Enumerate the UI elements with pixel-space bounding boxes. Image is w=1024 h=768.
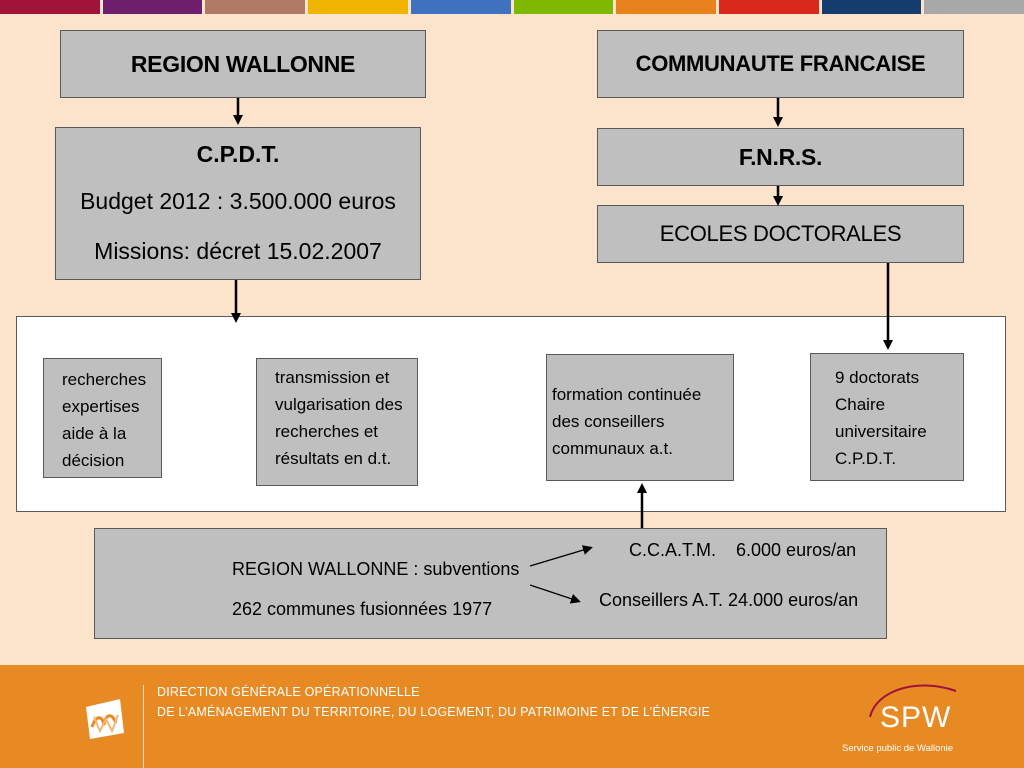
cpdt-missions: Missions: décret 15.02.2007 (94, 238, 382, 264)
subventions-region-label: REGION WALLONNE : subventions (232, 559, 520, 579)
cpdt-node: C.P.D.T. Budget 2012 : 3.500.000 euros M… (55, 127, 421, 280)
cpdt-budget: Budget 2012 : 3.500.000 euros (80, 188, 396, 214)
color-stripe (0, 0, 100, 14)
color-stripe (718, 0, 819, 14)
mission-box-doctorats: 9 doctorats Chaire universitaire C.P.D.T… (810, 353, 964, 481)
footer-department-line: DE L’AMÉNAGEMENT DU TERRITOIRE, DU LOGEM… (157, 705, 711, 719)
mission-line: décision (62, 451, 125, 470)
color-stripe-bar (0, 0, 1024, 14)
color-stripe (924, 0, 1024, 14)
region-wallonne-label: REGION WALLONNE (130, 50, 356, 77)
subventions-ccatm-label: C.C.A.T.M. 6.000 euros/an (629, 540, 857, 560)
spw-logo-text: SPW (880, 701, 952, 734)
mission-line: communaux a.t. (552, 439, 673, 458)
communaute-francaise-node: COMMUNAUTE FRANCAISE (597, 30, 964, 98)
mission-line: des conseillers (552, 412, 665, 431)
mission-line: résultats en d.t. (275, 449, 392, 468)
color-stripe (513, 0, 614, 14)
ecoles-doctorales-node: ECOLES DOCTORALES (597, 205, 964, 263)
mission-line: 9 doctorats (835, 368, 920, 387)
mission-line: transmission et (275, 368, 390, 387)
color-stripe (410, 0, 511, 14)
mission-line: C.P.D.T. (835, 449, 897, 468)
cpdt-title: C.P.D.T. (196, 141, 280, 167)
footer-direction-line: DIRECTION GÉNÉRALE OPÉRATIONNELLE (157, 685, 420, 699)
color-stripe (821, 0, 922, 14)
fnrs-node: F.N.R.S. (597, 128, 964, 186)
mission-line: aide à la (62, 424, 127, 443)
mission-box-formation: formation continuée des conseillers comm… (546, 354, 734, 481)
mission-line: universitaire (835, 422, 927, 441)
wallonia-logo-icon (86, 699, 124, 739)
mission-box-recherches: recherches expertises aide à la décision (43, 358, 162, 478)
mission-line: formation continuée (552, 385, 702, 404)
color-stripe (616, 0, 716, 14)
communaute-francaise-label: COMMUNAUTE FRANCAISE (635, 51, 926, 76)
mission-line: vulgarisation des (275, 395, 403, 414)
color-stripe (102, 0, 203, 14)
spw-swoosh-icon (869, 684, 957, 718)
region-wallonne-node: REGION WALLONNE (60, 30, 426, 98)
ecoles-doctorales-label: ECOLES DOCTORALES (659, 221, 902, 246)
subventions-communes-label: 262 communes fusionnées 1977 (232, 599, 493, 619)
subventions-conseillers-label: Conseillers A.T. 24.000 euros/an (599, 590, 859, 610)
mission-line: Chaire (835, 395, 886, 414)
mission-box-transmission: transmission et vulgarisation des recher… (256, 358, 418, 486)
mission-line: expertises (62, 397, 140, 416)
footer-band: DIRECTION GÉNÉRALE OPÉRATIONNELLE DE L’A… (0, 665, 1024, 768)
fnrs-label: F.N.R.S. (738, 143, 823, 170)
color-stripe (205, 0, 306, 14)
color-stripe (308, 0, 408, 14)
subventions-node: REGION WALLONNE : subventions 262 commun… (94, 528, 887, 639)
mission-line: recherches (62, 370, 147, 389)
spw-logo-subtitle: Service public de Wallonie (842, 743, 954, 754)
footer-divider (143, 685, 144, 768)
mission-line: recherches et (275, 422, 378, 441)
